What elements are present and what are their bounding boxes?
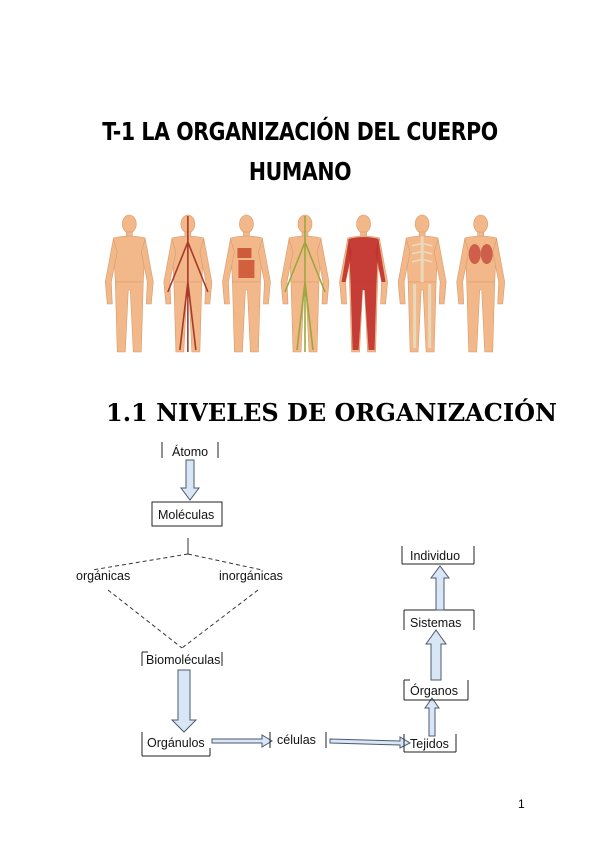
system-overlay-respiratory — [468, 244, 493, 264]
arrow-biomoleculas-organulos — [170, 669, 198, 733]
label-organicas: orgánicas — [76, 569, 130, 583]
node-organulos: Orgánulos — [141, 732, 211, 757]
page-title: T-1 LA ORGANIZACIÓN DEL CUERPO HUMANO — [54, 112, 546, 192]
system-overlay-digestive — [237, 248, 255, 278]
node-atomo: Átomo — [161, 442, 219, 459]
node-individuo: Individuo — [401, 546, 475, 565]
label-atomo: Átomo — [172, 444, 208, 459]
human-figure-nervous — [280, 214, 330, 353]
arrow-tejidos-organos — [424, 697, 440, 737]
node-celulas: células — [269, 732, 327, 748]
arrow-sistemas-individuo — [430, 565, 450, 611]
node-organos: Órganos — [403, 679, 469, 701]
system-overlay-muscular — [341, 237, 386, 350]
system-overlay-circulatory — [167, 216, 209, 352]
arrow-atomo-moleculas — [180, 459, 200, 501]
label-inorganicas: inorgánicas — [219, 569, 283, 583]
organization-levels-diagram: Átomo Moléculas orgánicas inorgánicas Bi… — [76, 442, 475, 757]
node-moleculas: Moléculas — [151, 501, 223, 527]
label-biomoleculas: Biomoléculas — [146, 653, 220, 667]
split-dashed-lines — [91, 538, 263, 649]
node-tejidos: Tejidos — [403, 734, 457, 753]
node-sistemas: Sistemas — [403, 609, 475, 630]
arrow-organulos-celulas — [211, 734, 273, 748]
label-organulos: Orgánulos — [147, 736, 205, 750]
arrow-celulas-tejidos — [329, 736, 412, 749]
human-figure-skeletal — [397, 214, 447, 353]
label-tejidos: Tejidos — [410, 737, 449, 751]
system-overlay-skeletal — [411, 236, 433, 348]
page-number: 1 — [518, 797, 525, 811]
arrow-organos-sistemas — [425, 629, 447, 681]
human-figure-circulatory — [163, 214, 213, 353]
human-body-systems-illustration — [104, 214, 506, 353]
title-line-2: HUMANO — [248, 157, 352, 186]
human-figure-skin — [104, 214, 154, 353]
label-sistemas: Sistemas — [410, 616, 461, 630]
human-figure-digestive — [222, 214, 271, 353]
system-overlay-nervous — [284, 216, 326, 352]
human-figure-respiratory — [456, 214, 506, 353]
node-biomoleculas: Biomoléculas — [141, 651, 223, 667]
label-moleculas: Moléculas — [158, 508, 214, 522]
title-line-1: T-1 LA ORGANIZACIÓN DEL CUERPO — [102, 117, 498, 146]
human-figure-muscular — [339, 214, 388, 353]
label-individuo: Individuo — [410, 549, 460, 563]
label-celulas: células — [277, 733, 316, 747]
section-heading: 1.1 NIVELES DE ORGANIZACIÓN — [106, 398, 557, 427]
label-organos: Órganos — [410, 683, 458, 698]
